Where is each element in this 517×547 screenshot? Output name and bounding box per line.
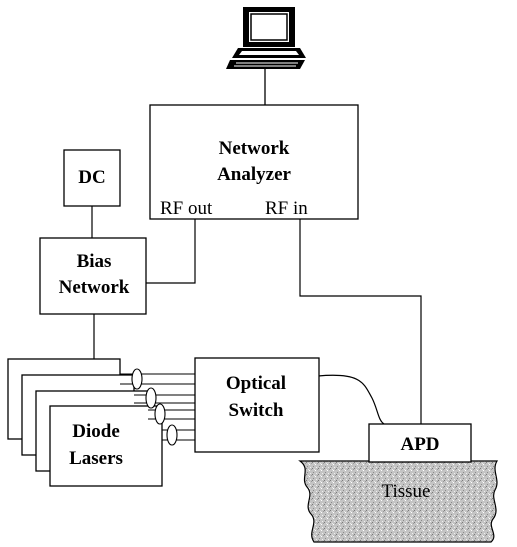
bias-network-line2: Network <box>59 277 130 298</box>
network-analyzer-title-line2: Analyzer <box>217 164 291 185</box>
diode-lasers-line2: Lasers <box>69 448 123 469</box>
optical-switch-line1: Optical <box>226 373 286 394</box>
connections <box>91 206 422 425</box>
network-analyzer-title-line1: Network <box>219 138 290 159</box>
coupler-lens-3 <box>154 403 166 425</box>
tissue-label: Tissue <box>382 481 431 502</box>
optical-switch-line2: Switch <box>229 400 284 421</box>
dc-label: DC <box>78 167 105 188</box>
coupler-lens-2 <box>145 387 157 409</box>
fiber-couplers <box>120 368 195 446</box>
optical-switch-box: Optical Switch <box>194 357 320 453</box>
rf-out-label: RF out <box>160 198 213 219</box>
tissue-region: Tissue <box>298 460 499 543</box>
rf-in-to-apd-line <box>299 219 422 424</box>
network-analyzer-box: Network Analyzer RF out RF in <box>149 104 359 220</box>
rf-in-label: RF in <box>265 198 308 219</box>
bias-network-box: Bias Network <box>39 237 147 315</box>
diode-lasers-stack: Diode Lasers <box>7 358 163 487</box>
dc-box: DC <box>63 149 121 207</box>
coupler-lens-4 <box>166 424 178 446</box>
bias-network-line1: Bias <box>77 251 112 272</box>
apd-label: APD <box>400 434 439 455</box>
apd-box: APD <box>368 423 472 463</box>
diode-lasers-line1: Diode <box>72 421 120 442</box>
rf-out-to-bias-line <box>146 219 196 284</box>
computer-icon <box>226 7 306 105</box>
switch-to-apd-fiber <box>317 374 385 425</box>
coupler-lens-1 <box>131 368 143 390</box>
